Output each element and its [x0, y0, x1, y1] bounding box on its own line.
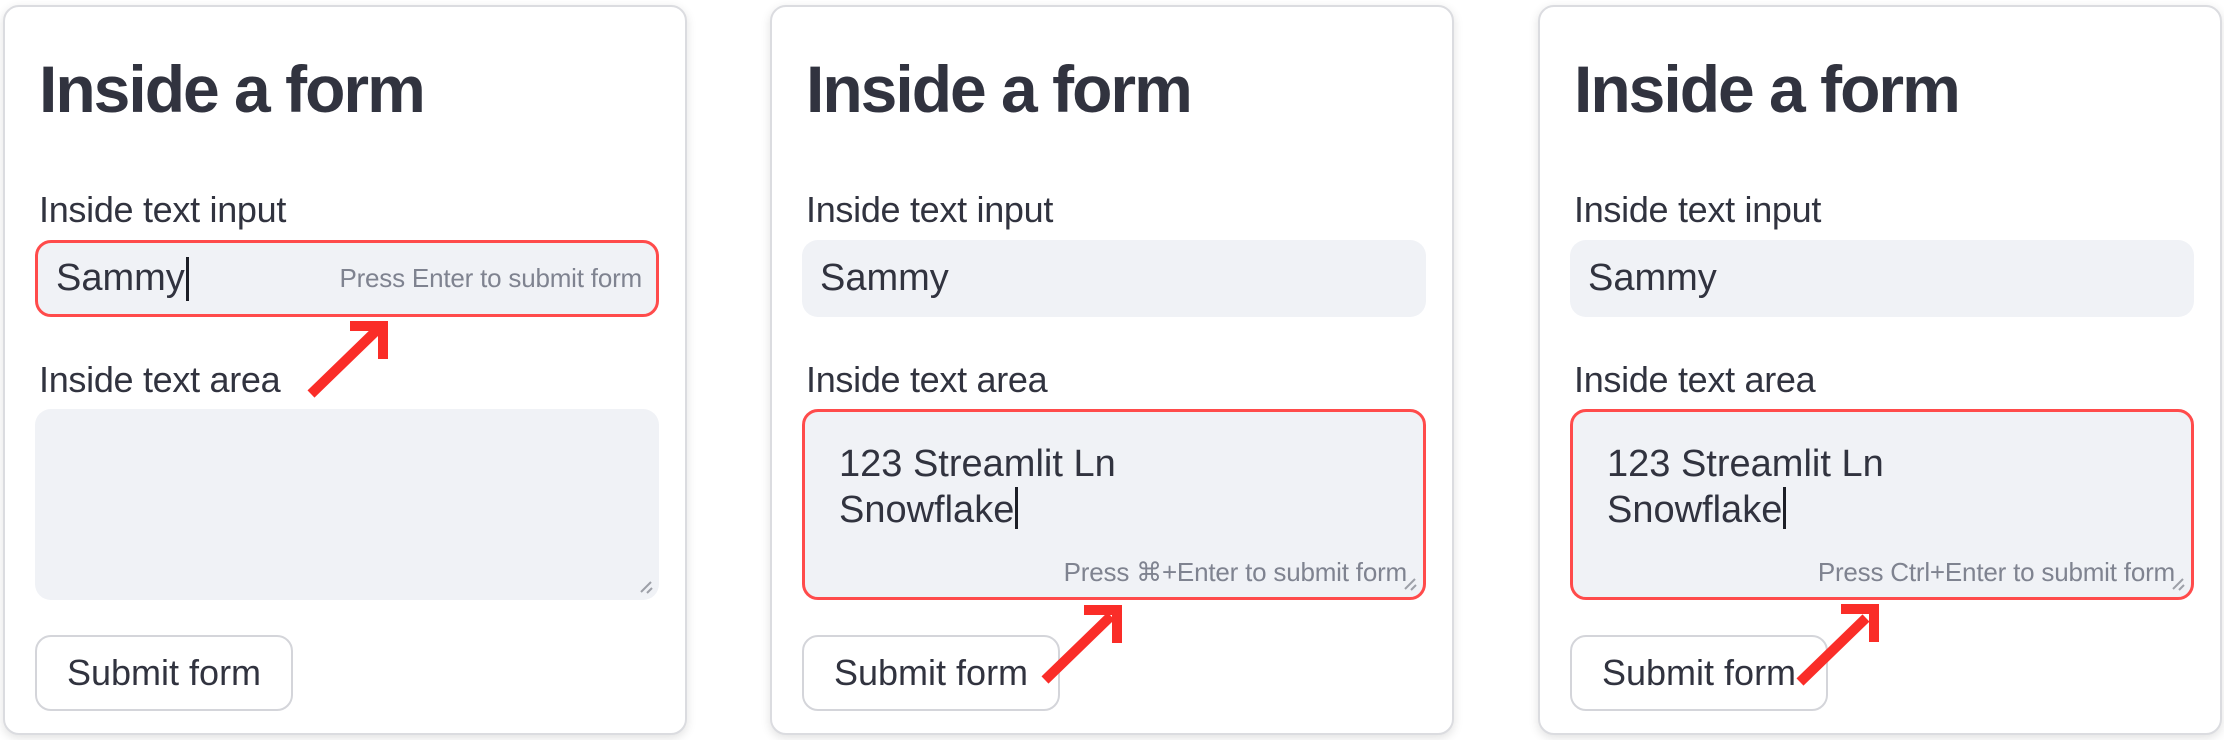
- submit-form-button[interactable]: Submit form: [35, 635, 294, 711]
- form-card-cmd-enter: Inside a form Inside text input Sammy In…: [770, 5, 1454, 735]
- text-area-value: 123 Streamlit Ln Snowflake: [1607, 443, 1884, 531]
- text-input-label: Inside text input: [1574, 189, 1822, 230]
- resize-handle-icon[interactable]: [1395, 569, 1419, 593]
- text-area-hint: Press ⌘+Enter to submit form: [1063, 557, 1408, 587]
- text-area-label: Inside text area: [806, 359, 1048, 400]
- resize-handle-icon[interactable]: [2163, 569, 2187, 593]
- text-area-label: Inside text area: [1574, 359, 1816, 400]
- form-card-enter: Inside a form Inside text input Sammy Pr…: [3, 5, 687, 735]
- text-area-label: Inside text area: [39, 359, 281, 400]
- text-area-hint: Press Ctrl+Enter to submit form: [1817, 557, 2175, 587]
- text-input[interactable]: Sammy: [802, 240, 1426, 317]
- page-title: Inside a form: [806, 52, 1193, 126]
- text-caret: [1783, 487, 1787, 529]
- text-input[interactable]: Sammy Press Enter to submit form: [35, 240, 659, 317]
- submit-form-button[interactable]: Submit form: [1570, 635, 1829, 711]
- text-area-value: 123 Streamlit Ln Snowflake: [839, 443, 1116, 531]
- text-input-label: Inside text input: [39, 189, 287, 230]
- text-area[interactable]: [35, 409, 659, 600]
- text-area[interactable]: 123 Streamlit Ln Snowflake Press ⌘+Enter…: [802, 409, 1426, 600]
- text-input[interactable]: Sammy: [1570, 240, 2194, 317]
- form-card-ctrl-enter: Inside a form Inside text input Sammy In…: [1538, 5, 2222, 735]
- text-input-value: Sammy: [56, 257, 185, 299]
- submit-form-button[interactable]: Submit form: [802, 635, 1061, 711]
- text-input-value: Sammy: [1588, 257, 1717, 299]
- text-input-value: Sammy: [820, 257, 949, 299]
- text-input-hint: Press Enter to submit form: [339, 263, 642, 293]
- resize-handle-icon[interactable]: [631, 572, 655, 596]
- page-title: Inside a form: [39, 52, 426, 126]
- page-title: Inside a form: [1574, 52, 1961, 126]
- text-area[interactable]: 123 Streamlit Ln Snowflake Press Ctrl+En…: [1570, 409, 2194, 600]
- text-caret: [1015, 487, 1019, 529]
- text-input-label: Inside text input: [806, 189, 1054, 230]
- text-caret: [185, 256, 189, 301]
